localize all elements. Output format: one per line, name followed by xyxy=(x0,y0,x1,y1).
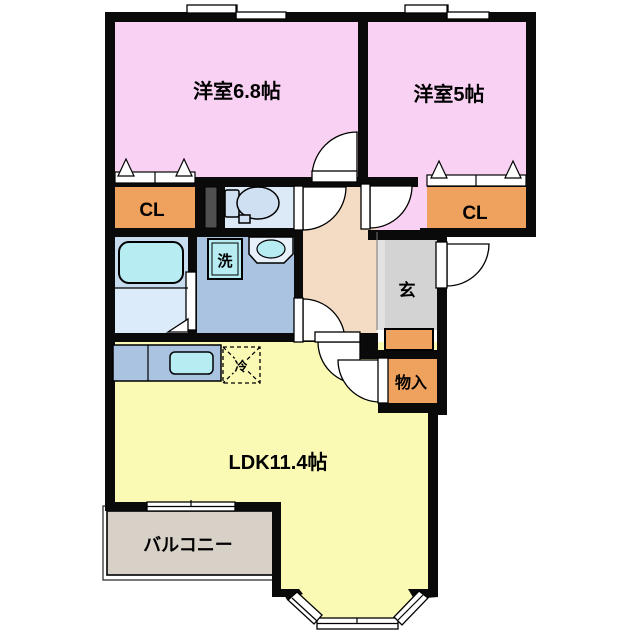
shoe-cabinet-icon xyxy=(384,328,434,351)
washing-machine-icon: 洗 xyxy=(207,238,243,280)
bathtub-icon xyxy=(115,241,188,289)
kitchen-counter xyxy=(112,344,222,382)
toilet-fixture-icon xyxy=(224,186,280,224)
closet2-folding-door-icon xyxy=(426,159,527,187)
pipe-shaft xyxy=(204,186,218,229)
bath-lower-floor xyxy=(115,288,188,333)
toilet-door-icon xyxy=(293,185,347,231)
entry-step xyxy=(377,232,385,330)
bay-window-icon xyxy=(287,590,429,630)
entry-floor xyxy=(377,232,437,330)
bath-door-icon xyxy=(165,271,197,333)
bedroom1-door-icon xyxy=(311,131,358,183)
closet1-label: CL xyxy=(139,200,165,221)
balcony-deck xyxy=(106,510,274,576)
balcony: バルコニー xyxy=(102,505,278,581)
ldk-label: LDK11.4帖 xyxy=(229,451,328,474)
entry-label: 玄 xyxy=(399,280,416,300)
washer-label: 洗 xyxy=(217,252,232,270)
closet1-folding-door-icon xyxy=(114,157,196,184)
storage-floor xyxy=(388,359,437,403)
ldk-floor-lower xyxy=(281,502,438,589)
storage-door-icon xyxy=(337,357,389,404)
closet2-floor xyxy=(427,187,526,228)
closet2-label: CL xyxy=(462,203,488,224)
bedroom1-floor xyxy=(115,22,358,177)
wash-basin-icon xyxy=(248,236,294,264)
balcony-label: バルコニー xyxy=(143,535,233,555)
bedroom2-floor xyxy=(368,22,526,177)
storage-label: 物入 xyxy=(395,373,427,392)
closet-fronts xyxy=(114,157,527,187)
bedroom2-window-icon xyxy=(404,4,490,20)
bedroom1-window-icon xyxy=(186,4,287,20)
ldk-bay-floor xyxy=(290,589,420,620)
labels: 洋室6.8帖 洋室5帖 CL CL 玄 物入 LDK11.4帖 冷 xyxy=(139,79,488,474)
doors xyxy=(165,131,490,404)
bedroom1-label: 洋室6.8帖 xyxy=(193,79,281,103)
fridge-space-icon xyxy=(222,346,261,384)
washroom-door-icon xyxy=(293,297,346,343)
kitchen-sink-icon xyxy=(169,351,214,375)
bedroom2-label: 洋室5帖 xyxy=(413,82,484,106)
entrance-door-icon xyxy=(435,241,490,289)
bedroom2-door-icon xyxy=(360,183,413,230)
fridge-label: 冷 xyxy=(234,359,247,374)
closet1-floor xyxy=(115,187,195,228)
windows xyxy=(146,4,490,630)
balcony-window-icon xyxy=(146,500,236,512)
